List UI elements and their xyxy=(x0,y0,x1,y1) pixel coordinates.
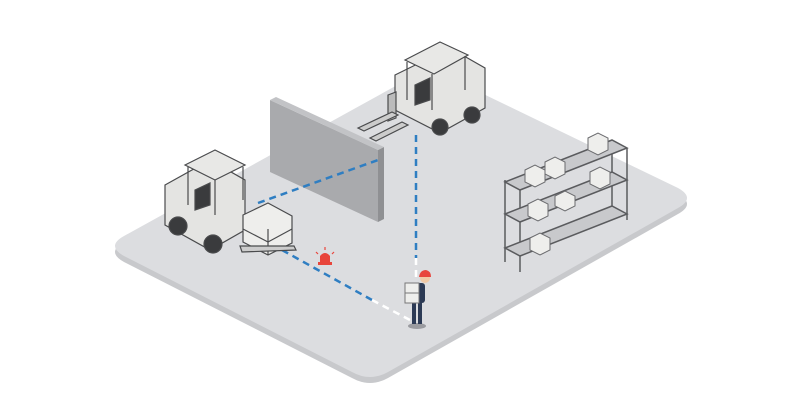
sensor-line-forklift-to-wall xyxy=(257,158,379,205)
worker-icon xyxy=(404,270,431,329)
shelf-boxes xyxy=(524,132,611,256)
alarm-light-icon xyxy=(315,247,335,265)
box-icon xyxy=(529,232,551,256)
forklift-icon xyxy=(164,149,297,256)
sensor-line-forklift-to-worker-diagonal xyxy=(281,248,373,302)
forklift-icon xyxy=(356,41,486,142)
box-icon xyxy=(554,190,576,212)
box-icon xyxy=(527,198,549,222)
box-icon xyxy=(544,156,566,180)
box-icon xyxy=(589,166,611,190)
box-icon xyxy=(587,132,609,156)
partition-wall xyxy=(270,97,384,222)
box-icon xyxy=(524,164,546,188)
warehouse-floor xyxy=(115,72,687,383)
sensor-lines xyxy=(257,135,418,322)
